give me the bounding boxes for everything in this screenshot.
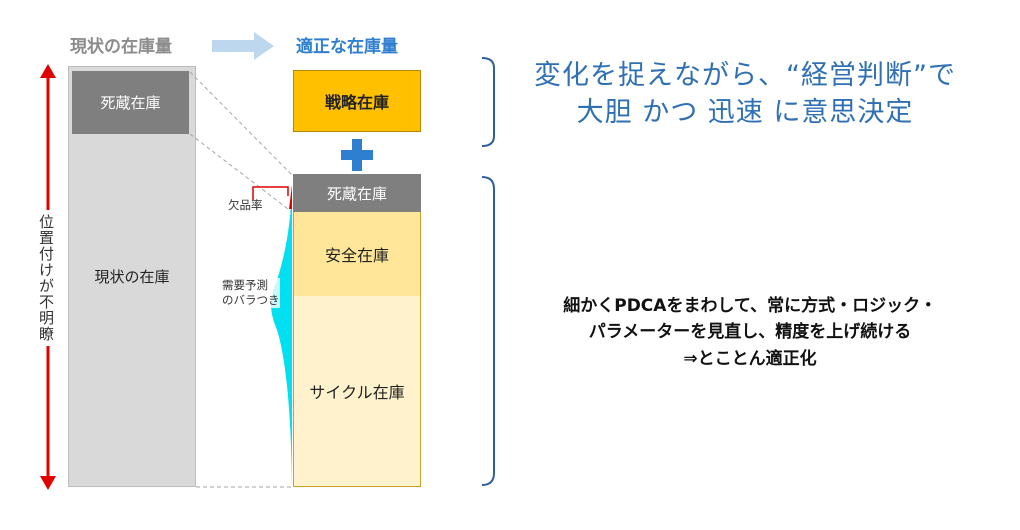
top-message: 変化を捉えながら、“経営判断”で 大胆 かつ 迅速 に意思決定 xyxy=(515,57,975,132)
demand-variation-label: 需要予測 のバラつき xyxy=(222,278,280,308)
demand-variation-line2: のバラつき xyxy=(222,292,280,307)
top-message-line1: 変化を捉えながら、“経営判断”で xyxy=(534,60,956,91)
current-dead-stock-label: 死蔵在庫 xyxy=(100,94,161,112)
demand-distribution-curve xyxy=(271,185,292,485)
optimal-dead-stock-label: 死蔵在庫 xyxy=(326,184,387,203)
safety-stock-label: 安全在庫 xyxy=(324,246,389,265)
header-arrow-icon xyxy=(212,32,274,60)
current-dead-stock-box: 死蔵在庫 xyxy=(72,71,189,134)
bottom-brace-icon xyxy=(481,176,495,486)
current-stock-label: 現状の在庫 xyxy=(94,268,170,286)
plus-icon xyxy=(341,139,373,171)
header-optimal: 適正な在庫量 xyxy=(296,37,398,57)
bottom-message-line3: ⇒とことん適正化 xyxy=(683,348,817,369)
stockout-rate-label: 欠品率 xyxy=(228,198,263,212)
safety-stock-box: 安全在庫 xyxy=(293,212,421,296)
bottom-message-line2: パラメーターを見直し、精度を上げ続ける xyxy=(588,322,912,343)
stockout-bracket xyxy=(252,186,289,200)
cycle-stock-box: サイクル在庫 xyxy=(293,296,421,487)
top-message-line2: 大胆 かつ 迅速 に意思決定 xyxy=(576,97,914,129)
bottom-message: 細かくPDCAをまわして、常に方式・ロジック・ パラメーターを見直し、精度を上げ… xyxy=(510,293,990,372)
demand-variation-line1: 需要予測 xyxy=(222,278,268,292)
bottom-message-line1: 細かくPDCAをまわして、常に方式・ロジック・ xyxy=(563,296,937,316)
top-brace-icon xyxy=(481,57,495,147)
current-stock-column: 現状の在庫 xyxy=(68,66,196,487)
strategic-stock-label: 戦略在庫 xyxy=(324,93,389,112)
unclear-positioning-label: 位置付けが不明瞭 xyxy=(36,210,57,346)
strategic-stock-box: 戦略在庫 xyxy=(293,70,421,132)
header-current: 現状の在庫量 xyxy=(70,37,172,57)
optimal-dead-stock-box: 死蔵在庫 xyxy=(293,174,421,212)
cycle-stock-label: サイクル在庫 xyxy=(309,383,405,402)
